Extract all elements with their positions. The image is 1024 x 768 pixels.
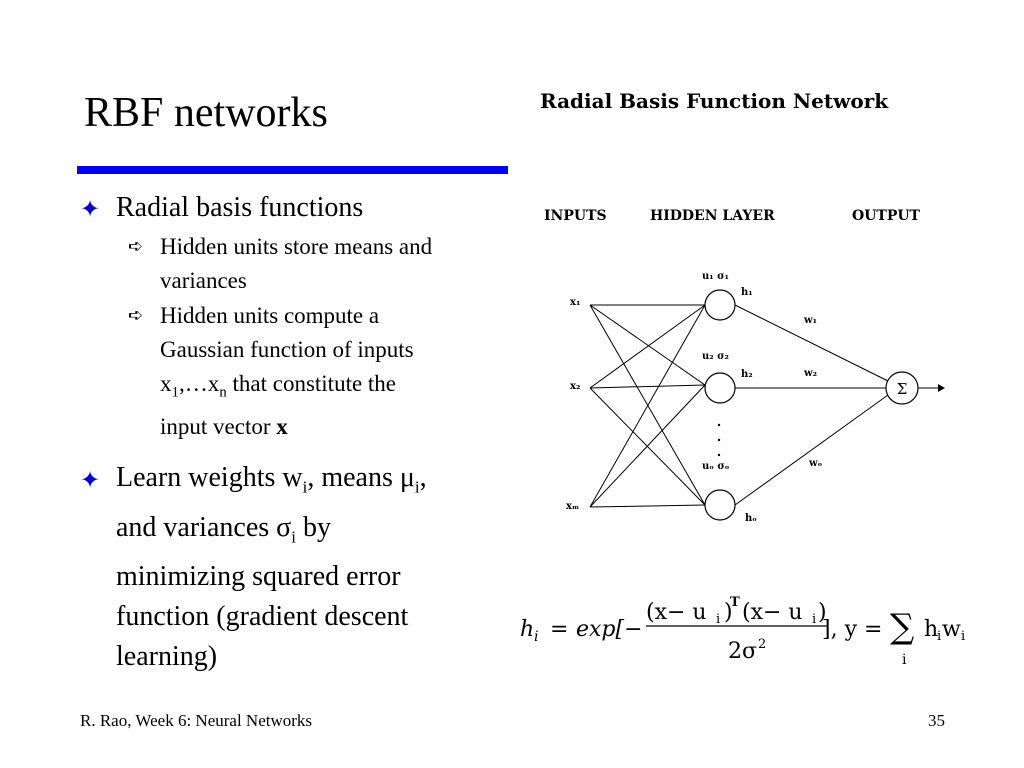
weight-label: w₁ [803, 315, 817, 326]
hidden-node [704, 372, 736, 404]
svg-text:): ) [818, 600, 827, 625]
output-header: OUTPUT [852, 208, 920, 224]
inputs-header: INPUTS [544, 208, 607, 224]
diagram-title: Radial Basis Function Network [540, 89, 889, 113]
svg-text:i: i [716, 612, 720, 627]
bullet-star-icon: ✦ [80, 197, 101, 223]
svg-text:): ) [724, 600, 733, 625]
svg-text:], y =: ], y = [822, 617, 882, 642]
input-label: x₂ [570, 381, 580, 392]
hidden-node [704, 289, 736, 321]
svg-text:exp[−: exp[− [576, 617, 643, 642]
input-label: x₁ [570, 297, 580, 308]
svg-text:∑: ∑ [890, 607, 914, 647]
footer-left: R. Rao, Week 6: Neural Networks [80, 711, 313, 730]
hidden-node [704, 489, 736, 521]
hidden-label: h₂ [741, 369, 753, 380]
svg-text:(x− u: (x− u [646, 600, 707, 625]
rbf-network-diagram: Σ x₁ x₂ xₘ u₁ σ₁ u₂ σ₂ uₒ σₒ h₁ h₂ hₒ w₁… [566, 271, 945, 524]
svg-text:2σ: 2σ [728, 639, 757, 664]
page-number: 35 [928, 711, 945, 730]
svg-text:w: w [942, 617, 961, 642]
bullet-1-text: Radial basis functions [116, 192, 364, 223]
center-label: u₂ σ₂ [702, 351, 729, 362]
svg-text:T: T [730, 595, 740, 610]
bullet-star-icon: ✦ [80, 468, 101, 494]
svg-text:h: h [520, 617, 534, 642]
title-underline [77, 166, 508, 174]
slide-title: RBF networks [84, 90, 328, 136]
weight-label: wₒ [808, 458, 823, 469]
svg-text:i: i [812, 612, 816, 627]
svg-text:h: h [924, 617, 938, 642]
hidden-label: h₁ [741, 287, 753, 298]
center-label: uₒ σₒ [702, 461, 730, 472]
output-arrow-icon [938, 384, 945, 392]
svg-text:2: 2 [758, 637, 766, 652]
hidden-layer-header: HIDDEN LAYER [650, 208, 775, 224]
svg-text:=: = [550, 617, 568, 642]
svg-text:i: i [534, 629, 538, 645]
input-label: xₘ [566, 501, 579, 512]
sub-bullet-arrow-icon: ➪ [128, 236, 144, 256]
weight-label: w₂ [803, 368, 817, 379]
center-label: u₁ σ₁ [702, 271, 729, 282]
bullet-1: ✦ [80, 195, 100, 224]
svg-text:i: i [937, 629, 941, 644]
rbf-formula: h i = exp[− (x− u i ) T (x− u i ) 2σ 2 ]… [518, 594, 988, 679]
ellipsis-dots [717, 423, 721, 457]
svg-text:i: i [902, 652, 907, 668]
sub-bullet-2: Hidden units compute a Gaussian function… [160, 303, 414, 439]
svg-text:i: i [961, 629, 965, 644]
sub-bullet-1: Hidden units store means and variances [160, 234, 433, 293]
sum-icon: Σ [897, 380, 908, 398]
svg-text:(x− u: (x− u [742, 600, 803, 625]
sub-bullet-arrow-icon: ➪ [128, 305, 144, 325]
bullet-2-text: Learn weights wi, means μi, and variance… [116, 462, 427, 673]
hidden-label: hₒ [745, 513, 757, 524]
bullet-2: ✦ [80, 466, 100, 495]
output-sum-node [885, 371, 919, 405]
